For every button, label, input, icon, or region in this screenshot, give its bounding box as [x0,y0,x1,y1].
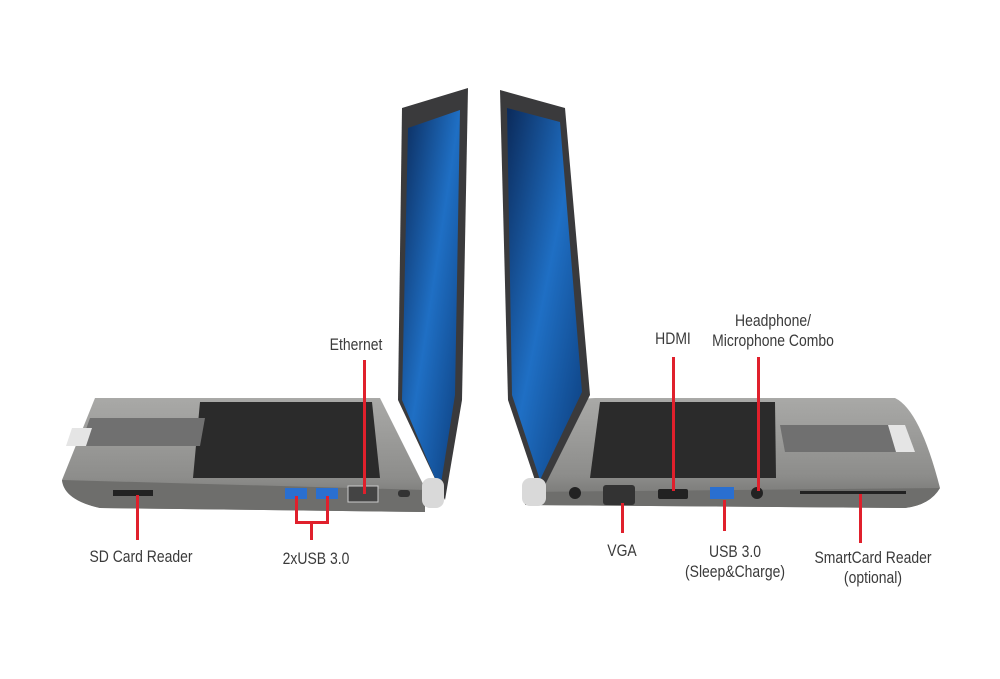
label-text: Microphone Combo [712,331,834,350]
usb-sleep-charge-label: USB 3.0 (Sleep&Charge) [685,542,785,582]
label-text: (optional) [843,568,903,587]
left-laptop [62,88,468,512]
label-text: 2xUSB 3.0 [282,549,350,568]
vga-label: VGA [607,541,636,561]
sd-callout-line [136,495,139,540]
hdmi-callout-line [672,357,675,491]
usb-callout-stem [310,521,313,540]
headphone-label: Headphone/ Microphone Combo [712,311,834,351]
label-text: Headphone/ [735,311,811,330]
ethernet-callout-line [363,360,366,494]
label-text: (Sleep&Charge) [685,562,785,581]
usb-callout-line-b [326,496,329,523]
label-text: SD Card Reader [89,547,193,566]
usb-2x-label: 2xUSB 3.0 [283,549,350,569]
label-text: SmartCard Reader [814,548,932,567]
smartcard-callout-line [859,494,862,543]
label-text: Ethernet [329,335,383,354]
right-laptop [500,90,940,508]
usb-sleep-callout-line [723,500,726,531]
smartcard-reader-label: SmartCard Reader (optional) [815,548,932,588]
headphone-callout-line [757,357,760,491]
usb-callout-line-a [295,496,298,523]
ethernet-label: Ethernet [330,335,383,355]
hdmi-label: HDMI [655,329,691,349]
label-text: USB 3.0 [709,542,761,561]
label-text: VGA [607,541,637,560]
vga-callout-line [621,503,624,533]
sd-card-reader-label: SD Card Reader [89,547,192,567]
label-text: HDMI [655,329,691,348]
